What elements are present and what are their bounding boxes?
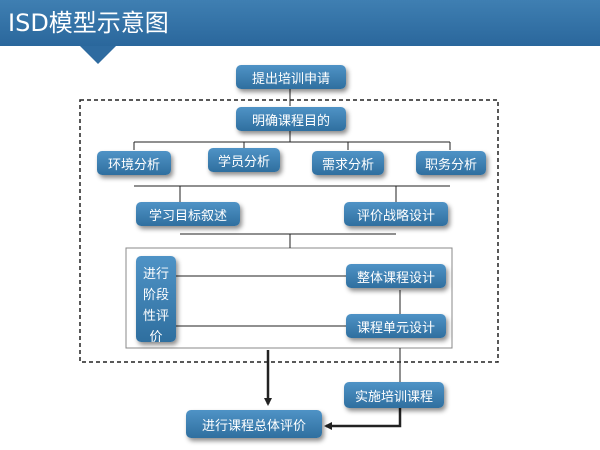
- overall-design-box: 整体课程设计: [346, 264, 446, 288]
- overall-evaluation-box: 进行课程总体评价: [186, 410, 322, 438]
- learning-objectives-box: 学习目标叙述: [136, 202, 240, 226]
- inner-boundary: [125, 247, 453, 349]
- title-banner: [0, 0, 600, 46]
- dashed-boundary: [79, 99, 499, 363]
- clarify-goal-box: 明确课程目的: [236, 107, 346, 131]
- arrow-implement-evaluation: [324, 408, 402, 430]
- learner-analysis-box: 学员分析: [208, 148, 280, 172]
- job-analysis-box: 职务分析: [416, 151, 486, 175]
- submit-request-box: 提出培训申请: [236, 65, 346, 89]
- stage-evaluation-box: 进行阶段性评价: [136, 256, 176, 345]
- needs-analysis-box: 需求分析: [312, 151, 384, 175]
- unit-design-box: 课程单元设计: [346, 314, 446, 338]
- evaluation-strategy-box: 评价战略设计: [344, 202, 448, 226]
- implement-course-box: 实施培训课程: [344, 382, 444, 408]
- diagram-title: ISD模型示意图: [8, 9, 169, 37]
- environment-analysis-box: 环境分析: [97, 151, 171, 175]
- title-banner-notch: [80, 46, 116, 64]
